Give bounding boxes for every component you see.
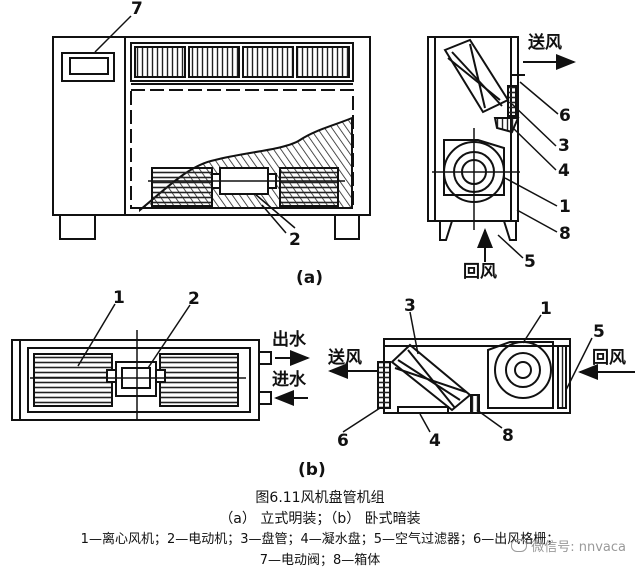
figure-caption-subtitle: （a） 立式明装；（b） 卧式暗装	[219, 511, 421, 527]
label-b-2-motor: 2	[188, 289, 200, 309]
label-6-outlet-grille: 6	[559, 106, 571, 126]
leader-lines-b	[77, 303, 593, 433]
supply-air-label-b: 送风	[328, 348, 362, 368]
water-in-label: 进水	[272, 370, 306, 390]
figure-legend-line-2: 7—电动阀；8—箱体	[259, 553, 381, 568]
label-7-electric-valve: 7	[131, 0, 143, 19]
subfigure-a-label: (a)	[296, 268, 324, 288]
label-c-5-filter: 5	[593, 322, 605, 342]
label-2-motor: 2	[289, 230, 301, 250]
leader-lines-a	[94, 15, 559, 259]
supply-air-label-a: 送风	[528, 33, 562, 53]
watermark: 微信号: nnvaca	[511, 536, 626, 555]
front-cutaway-fans	[139, 116, 353, 229]
label-c-1-fan: 1	[540, 299, 552, 319]
label-c-6-outlet-grille: 6	[337, 431, 349, 451]
label-3-coil: 3	[558, 136, 570, 156]
return-air-label-b: 回风	[592, 348, 626, 368]
wechat-icon	[511, 539, 528, 552]
side-section-vertical-unit	[427, 36, 525, 241]
water-out-label: 出水	[272, 330, 306, 350]
front-view-vertical-unit	[52, 36, 371, 240]
label-c-8-casing: 8	[502, 426, 514, 446]
figure-legend-line-1: 1—离心风机；2—电动机；3—盘管；4—凝水盘；5—空气过滤器；6—出风格栅；	[80, 532, 560, 547]
subfigure-b-label: (b)	[298, 460, 326, 480]
label-c-3-coil: 3	[404, 296, 416, 316]
top-view-horizontal-unit	[11, 330, 272, 421]
label-5-air-filter: 5	[524, 252, 536, 272]
label-8-casing: 8	[559, 224, 571, 244]
label-1-centrifugal-fan: 1	[559, 197, 571, 217]
return-air-label-a: 回风	[463, 262, 497, 282]
figure-caption-title: 图6.11风机盘管机组	[255, 490, 385, 506]
label-4-drain-pan: 4	[558, 161, 570, 181]
side-section-horizontal-unit	[377, 338, 571, 414]
label-c-4-drain-pan: 4	[429, 431, 441, 451]
label-b-1-fan: 1	[113, 288, 125, 308]
watermark-text: 微信号: nnvaca	[531, 540, 626, 555]
